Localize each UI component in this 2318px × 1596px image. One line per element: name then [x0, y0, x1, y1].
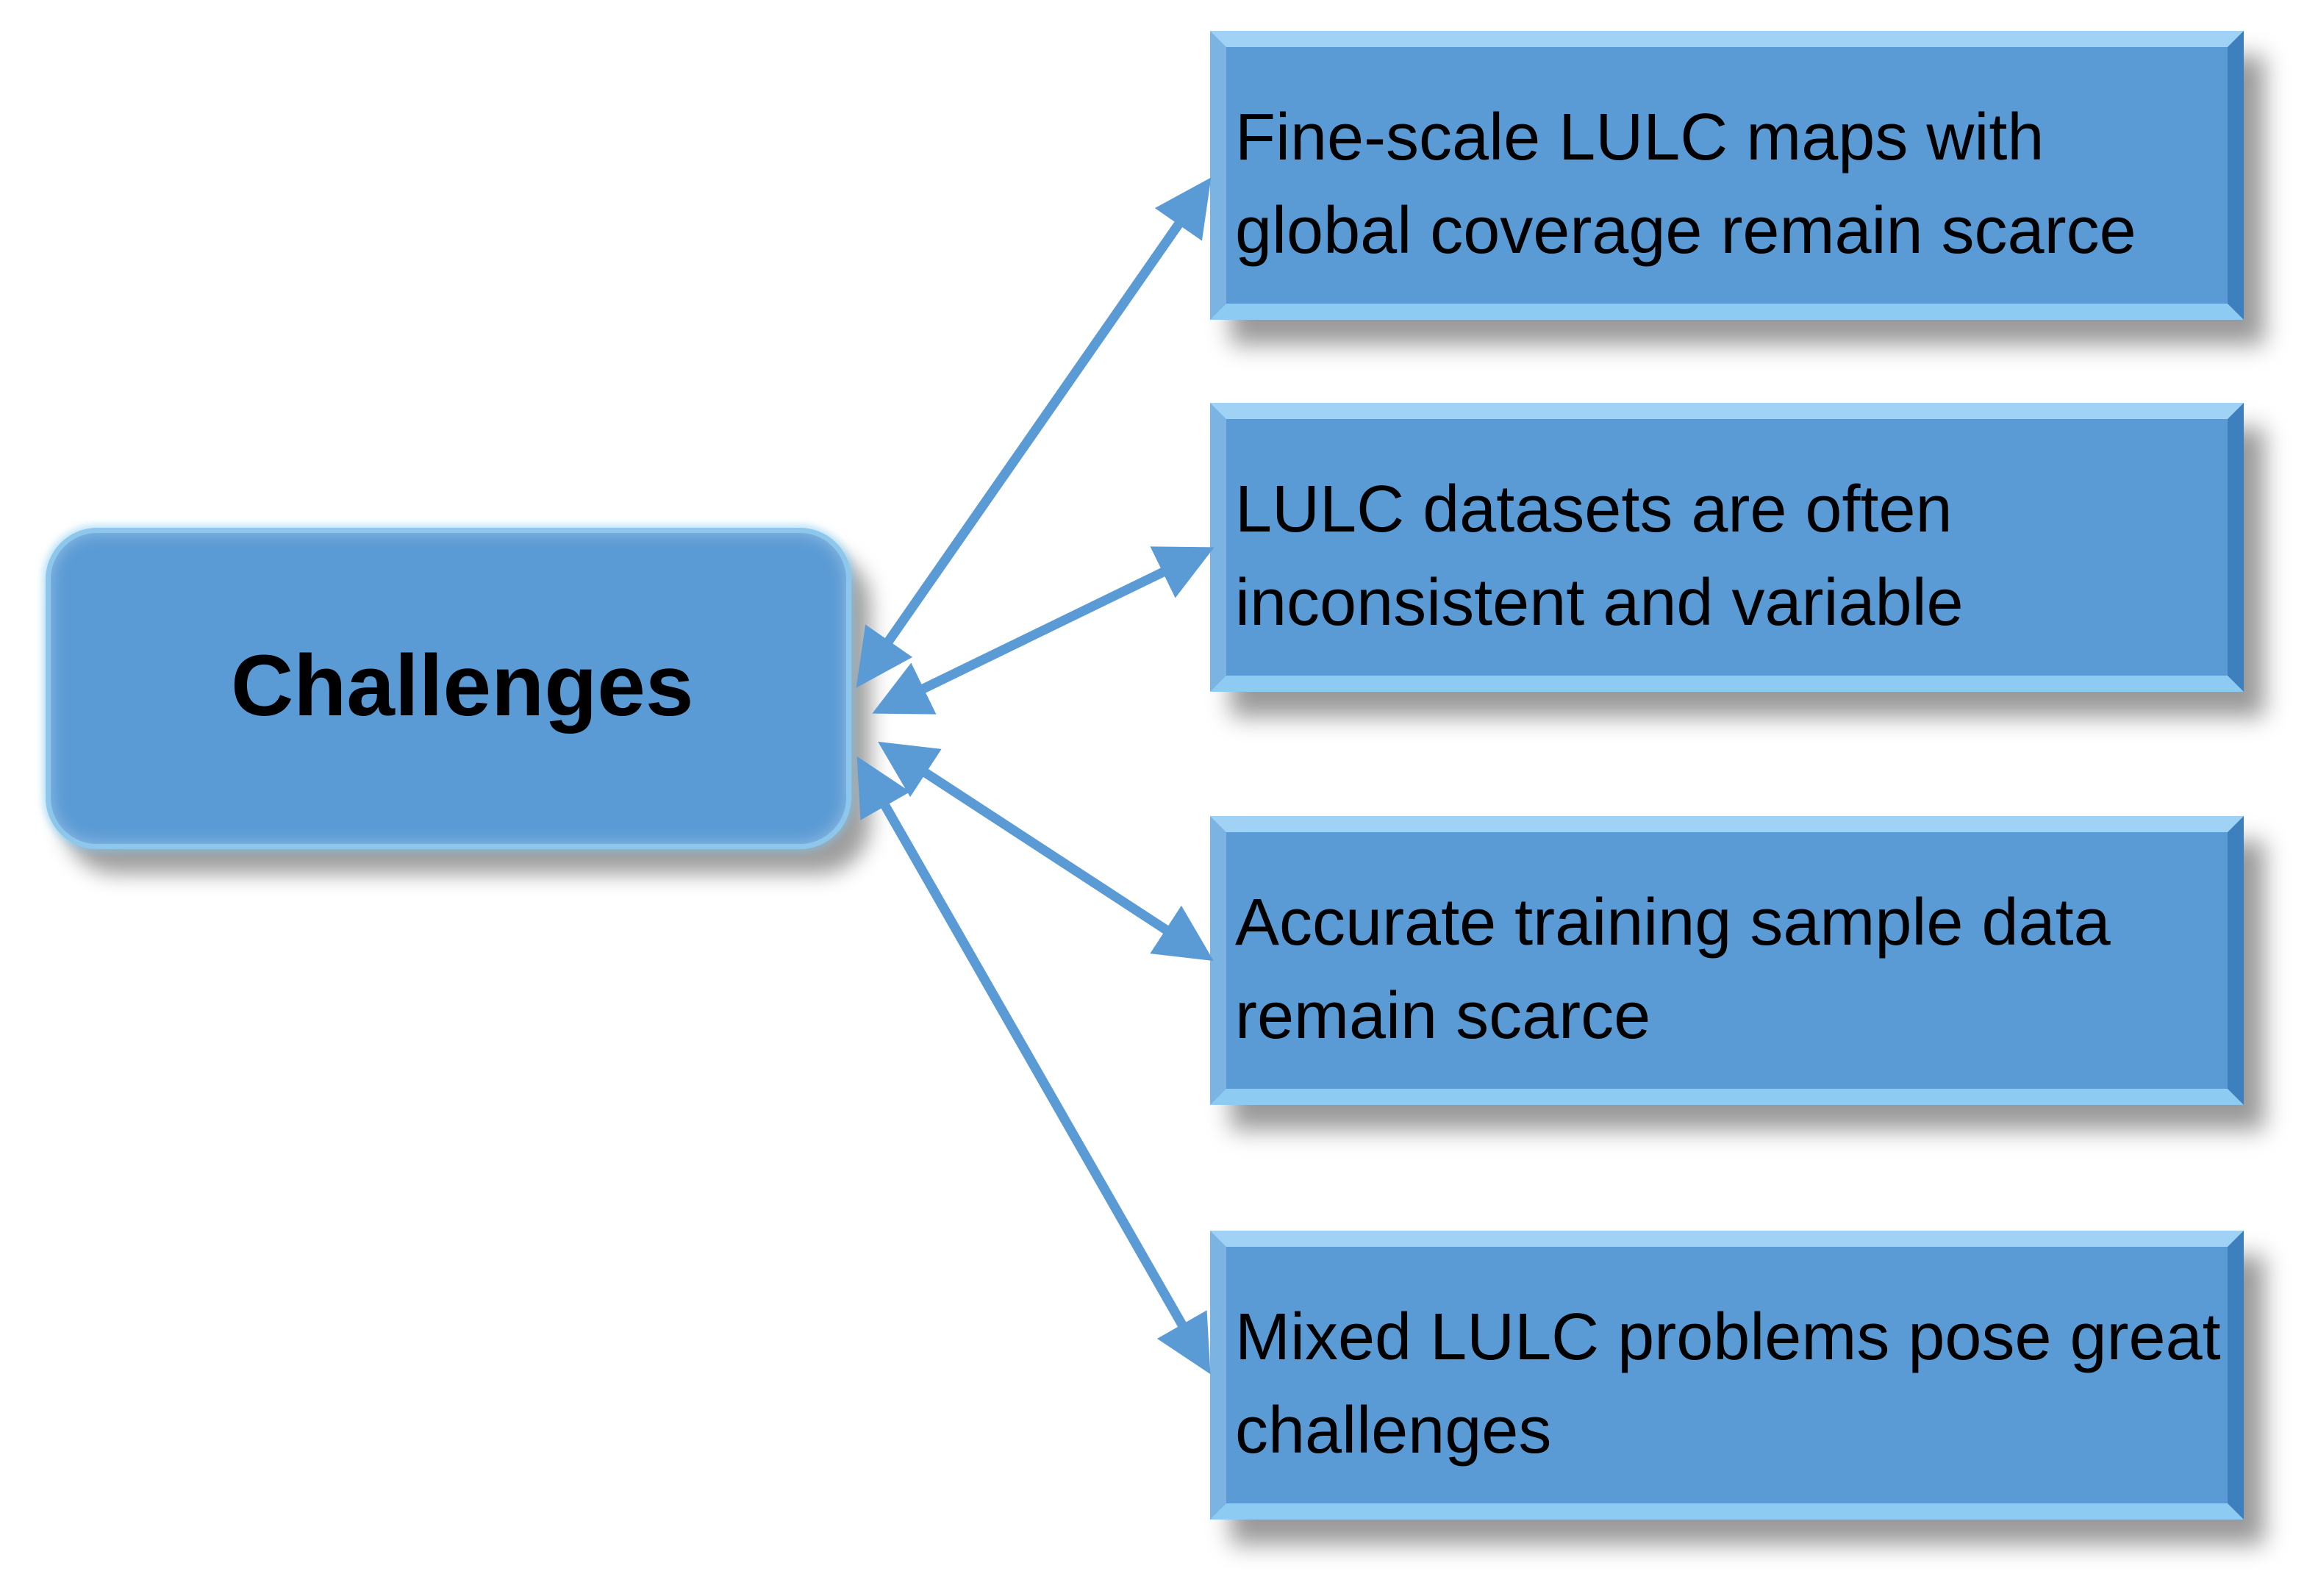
arrow-to-fine-scale-maps: [856, 177, 1212, 688]
arrow-to-training-samples: [878, 741, 1214, 962]
challenge-box-fine-scale-maps: Fine-scale LULC maps with global coverag…: [1210, 31, 2244, 320]
arrow-to-inconsistent-datasets: [872, 546, 1215, 715]
challenge-text-mixed-lulc: Mixed LULC problems pose great challenge…: [1235, 1300, 2221, 1467]
hub-label: Challenges: [231, 637, 694, 734]
challenge-box-inconsistent-datasets: LULC datasets are often inconsistent and…: [1210, 403, 2244, 692]
challenge-text-training-samples: Accurate training sample data remain sca…: [1235, 886, 2111, 1053]
challenge-text-fine-scale-maps: Fine-scale LULC maps with global coverag…: [1235, 101, 2136, 268]
challenge-box-training-samples: Accurate training sample data remain sca…: [1210, 816, 2244, 1105]
challenge-box-mixed-lulc: Mixed LULC problems pose great challenge…: [1210, 1231, 2244, 1520]
arrow-to-mixed-lulc: [856, 756, 1211, 1375]
challenges-hub-node: Challenges: [46, 528, 851, 849]
challenge-text-inconsistent-datasets: LULC datasets are often inconsistent and…: [1235, 473, 1964, 640]
